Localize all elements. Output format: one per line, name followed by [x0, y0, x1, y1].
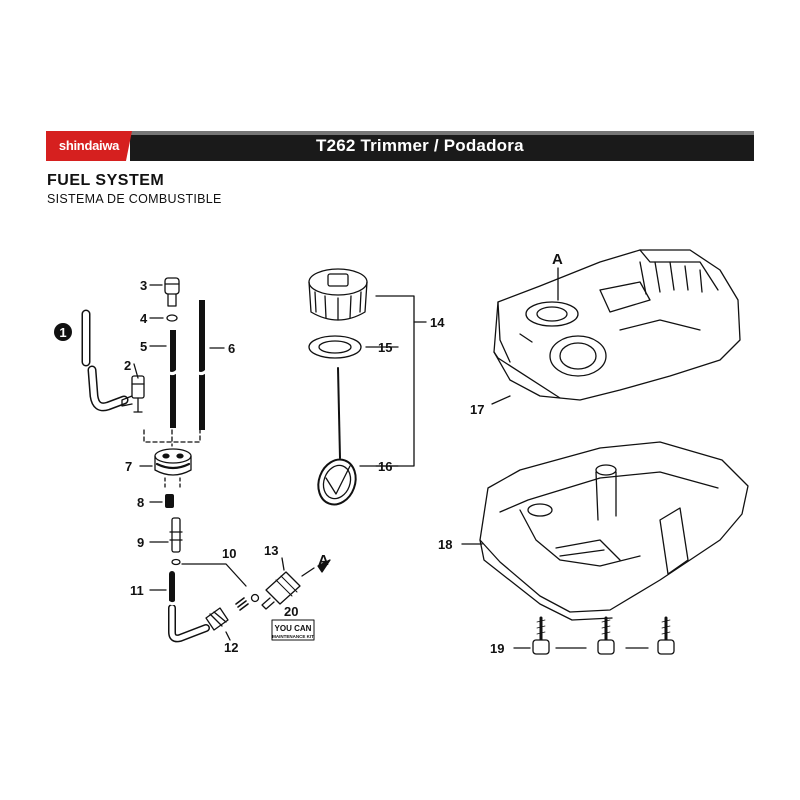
ref-a-tank: A — [552, 251, 563, 268]
callout-16: 16 — [378, 459, 392, 474]
part-16-retainer — [317, 367, 357, 506]
leader-17 — [491, 395, 511, 405]
callout-15: 15 — [378, 340, 392, 355]
part-15-gasket — [308, 335, 362, 359]
part-17-tank-upper — [493, 249, 741, 401]
part-3-fitting — [164, 277, 180, 307]
part-4-ring — [166, 314, 178, 322]
part-1-marker — [54, 323, 72, 341]
assembly-dashline — [143, 429, 201, 443]
bracket-14 — [375, 295, 415, 467]
callout-4: 4 — [140, 311, 148, 326]
part-8-filter — [165, 494, 174, 508]
leader-2 — [133, 363, 139, 379]
header-bar: shindaiwa T262 Trimmer / Podadora — [46, 131, 754, 161]
part-13-primer-fitting — [261, 571, 301, 610]
part-5-tube — [166, 330, 180, 428]
callout-7: 7 — [125, 459, 132, 474]
callout-6: 6 — [228, 341, 235, 356]
section-subtitle: SISTEMA DE COMBUSTIBLE — [47, 192, 222, 206]
part-6-tube — [195, 300, 209, 430]
header-band-edge — [130, 131, 754, 135]
callout-5: 5 — [140, 339, 147, 354]
leader-a-hose — [301, 567, 315, 577]
callout-13: 13 — [264, 543, 278, 558]
callout-17: 17 — [470, 402, 484, 417]
callout-14: 14 — [430, 315, 445, 330]
callout-18: 18 — [438, 537, 452, 552]
model-title: T262 Trimmer / Podadora — [316, 136, 524, 155]
part-10-spring — [235, 593, 260, 611]
part-ring-small — [171, 558, 181, 566]
brand-logo: shindaiwa — [46, 131, 132, 161]
callout-19: 19 — [490, 641, 504, 656]
callout-3: 3 — [140, 278, 147, 293]
part-14-fuel-cap — [308, 268, 368, 321]
leader-12 — [225, 631, 231, 641]
part-9-pickup — [169, 517, 183, 553]
callout-2: 2 — [124, 358, 131, 373]
part-11-return-line — [166, 571, 210, 643]
kit-badge-line1: YOU CAN — [275, 624, 312, 633]
part-1-fuel-line — [81, 309, 129, 412]
part-12-connector — [205, 607, 229, 631]
callout-1: 1 — [59, 325, 66, 340]
header-band — [130, 131, 754, 161]
callout-10: 10 — [222, 546, 236, 561]
kit-badge — [271, 619, 315, 641]
ref-a-hose: A — [318, 552, 329, 569]
callout-11: 11 — [130, 583, 144, 598]
part-7-grommet — [154, 448, 192, 476]
part-19-screws — [532, 616, 675, 655]
leader-13 — [281, 557, 285, 571]
section-title: FUEL SYSTEM — [47, 172, 165, 189]
part-2-elbow — [121, 375, 145, 413]
callout-12: 12 — [224, 640, 238, 655]
part-18-tank-lower — [479, 441, 749, 621]
callout-8: 8 — [137, 495, 144, 510]
callout-9: 9 — [137, 535, 144, 550]
callout-20: 20 — [284, 604, 298, 619]
leader-10 — [181, 563, 247, 587]
kit-badge-line2: MAINTENANCE KIT — [272, 634, 314, 639]
